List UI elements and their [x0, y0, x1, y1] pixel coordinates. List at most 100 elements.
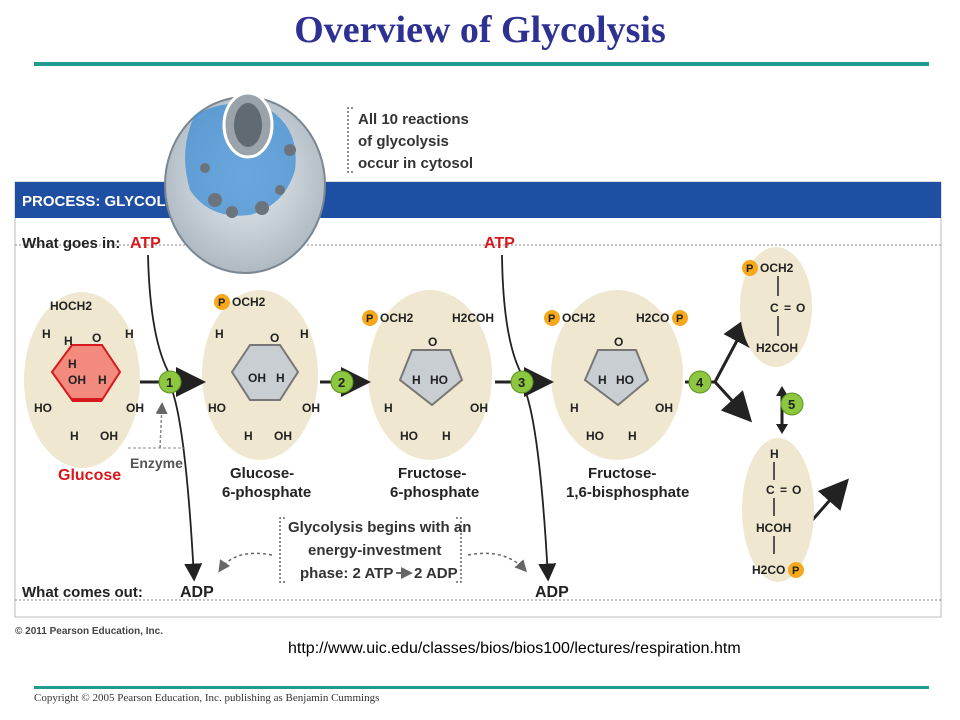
- atom-label: H2CO: [636, 311, 669, 325]
- adp-arrow-2: [524, 389, 557, 582]
- step-4-marker: 4: [688, 370, 712, 394]
- atom-label: OCH2: [562, 311, 596, 325]
- atom-label: HO: [208, 401, 226, 415]
- f6p-label-2: 6-phosphate: [390, 484, 479, 501]
- enzyme-arrow: [155, 402, 168, 449]
- source-url[interactable]: http://www.uic.edu/classes/bios/bios100/…: [288, 640, 741, 657]
- atom-label: HO: [34, 401, 52, 415]
- atom-label: OH: [126, 401, 144, 415]
- continue-arrow: [806, 478, 849, 526]
- atom-label: OCH2: [380, 311, 414, 325]
- f16bp-label-2: 1,6-bisphosphate: [566, 484, 689, 501]
- atom-label: P: [676, 313, 683, 325]
- atom-label: OH: [274, 429, 292, 443]
- atom-label: O: [428, 335, 437, 349]
- atom-label: 1: [166, 375, 173, 390]
- fructose-1-6-bisphosphate-molecule: P OCH2 H2CO P O H HO H OH HO H: [544, 290, 688, 460]
- atom-label: OH: [248, 371, 266, 385]
- atom-label: H: [628, 429, 637, 443]
- atom-label: P: [548, 313, 555, 325]
- atom-label: OH: [470, 401, 488, 415]
- note-line-3: phase: 2 ATP: [300, 565, 393, 582]
- atom-label: O: [92, 331, 101, 345]
- atom-label: C: [770, 301, 779, 315]
- atom-label: H: [64, 334, 73, 348]
- atom-label: H: [598, 373, 607, 387]
- atom-label: HO: [430, 373, 448, 387]
- split-arrow-down: [713, 380, 753, 423]
- title-divider: [34, 62, 929, 66]
- callout-line-1: All 10 reactions: [358, 111, 469, 128]
- atom-label: OCH2: [232, 295, 266, 309]
- atom-label: OH: [655, 401, 673, 415]
- atom-label: 2: [338, 375, 345, 390]
- note-arrow-left: [218, 552, 273, 573]
- step-2-marker: 2: [330, 370, 354, 394]
- callout-bracket: [347, 107, 353, 173]
- atom-label: P: [746, 263, 753, 275]
- what-comes-out-label: What comes out:: [22, 584, 143, 601]
- slide-title: Overview of Glycolysis: [294, 9, 666, 51]
- what-goes-in-label: What goes in:: [22, 235, 120, 252]
- adp-arrow-1: [171, 389, 203, 582]
- atom-label: H: [125, 327, 134, 341]
- atom-label: H: [244, 429, 253, 443]
- atom-label: 3: [518, 375, 525, 390]
- atom-label: H: [384, 401, 393, 415]
- cell-illustration: [164, 91, 326, 274]
- atom-label: C: [766, 483, 775, 497]
- atom-label: P: [366, 313, 373, 325]
- atom-label: H: [300, 327, 309, 341]
- pearson-credit: © 2011 Pearson Education, Inc.: [15, 626, 163, 637]
- atom-label: HCOH: [756, 521, 791, 535]
- atom-label: OCH2: [760, 261, 794, 275]
- atp-input-2: ATP: [484, 235, 515, 252]
- atom-label: =: [784, 301, 791, 315]
- glucose-molecule: HOCH2 H O H H H OH H HO OH H OH: [24, 292, 144, 468]
- adp-output-1: ADP: [180, 584, 214, 601]
- atom-label: H2CO: [752, 563, 785, 577]
- adp-output-2: ADP: [535, 584, 569, 601]
- atom-label: H: [412, 373, 421, 387]
- atom-label: H: [42, 327, 51, 341]
- atom-label: 5: [788, 397, 795, 412]
- copyright-notice: Copyright © 2005 Pearson Education, Inc.…: [34, 692, 380, 704]
- atom-label: HOCH2: [50, 299, 92, 313]
- g6p-label-1: Glucose-: [230, 465, 294, 482]
- atom-label: H2COH: [452, 311, 494, 325]
- glucose-6-phosphate-molecule: P OCH2 H O H OH H HO OH H OH: [202, 290, 320, 460]
- atom-label: OH: [302, 401, 320, 415]
- glyceraldehyde-3-phosphate-molecule: H C = O HCOH H2CO P: [742, 438, 814, 582]
- atom-label: P: [218, 297, 225, 309]
- atom-label: H2COH: [756, 341, 798, 355]
- atom-label: =: [780, 483, 787, 497]
- dihydroxyacetone-phosphate-molecule: P OCH2 C = O H2COH: [740, 247, 812, 367]
- note-arrow-right: [467, 552, 528, 573]
- atom-label: OH: [100, 429, 118, 443]
- atp-input-1: ATP: [130, 235, 161, 252]
- atom-label: H: [70, 429, 79, 443]
- note-line-1: Glycolysis begins with an: [288, 519, 471, 536]
- g6p-label-2: 6-phosphate: [222, 484, 311, 501]
- atom-label: H: [276, 371, 285, 385]
- note-line-4: 2 ADP: [414, 565, 458, 582]
- process-banner-text: PROCESS: GLYCOLYSIS: [22, 193, 198, 210]
- fructose-6-phosphate-molecule: P OCH2 H2COH O H HO H OH HO H: [362, 290, 494, 460]
- atom-label: P: [792, 565, 799, 577]
- enzyme-label: Enzyme: [130, 455, 183, 471]
- callout-line-3: occur in cytosol: [358, 155, 473, 172]
- atom-label: H: [442, 429, 451, 443]
- glucose-label: Glucose: [58, 467, 121, 484]
- callout-line-2: of glycolysis: [358, 133, 449, 150]
- atom-label: H: [68, 357, 77, 371]
- atom-label: 4: [696, 375, 704, 390]
- f16bp-label-1: Fructose-: [588, 465, 656, 482]
- atp-arrow-2: [501, 254, 523, 376]
- step-3-marker: 3: [510, 370, 534, 394]
- atom-label: O: [270, 331, 279, 345]
- footer-divider: [34, 686, 929, 689]
- note-line-2: energy-investment: [308, 542, 441, 559]
- atom-label: OH: [68, 373, 86, 387]
- atom-label: H: [98, 373, 107, 387]
